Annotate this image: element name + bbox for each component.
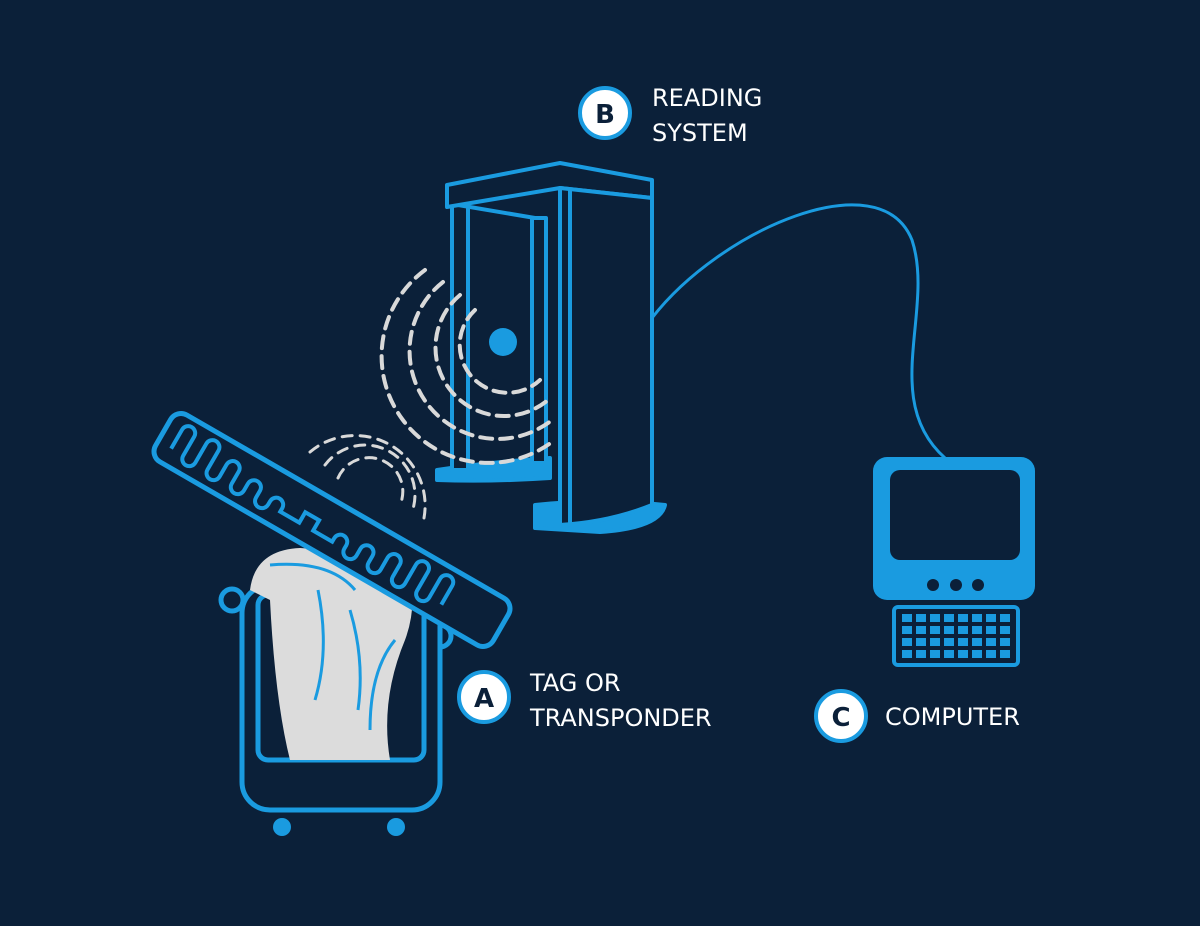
badge-c-letter: C	[831, 703, 850, 733]
keyboard-key	[930, 626, 940, 634]
keyboard-key	[1000, 626, 1010, 634]
label-b-line2: SYSTEM	[652, 119, 748, 147]
keyboard-key	[944, 650, 954, 658]
label-b: B READING SYSTEM	[578, 84, 762, 147]
keyboard-key	[902, 626, 912, 634]
badge-a-letter: A	[474, 684, 494, 714]
keyboard-key	[958, 626, 968, 634]
badge-b	[578, 86, 632, 140]
keyboard-key	[902, 638, 912, 646]
keyboard-key	[916, 626, 926, 634]
keyboard-key	[930, 638, 940, 646]
keyboard-key	[972, 626, 982, 634]
keyboard-key	[1000, 638, 1010, 646]
tag-signal-dot	[489, 328, 517, 356]
cable	[650, 203, 947, 460]
keyboard-key	[986, 626, 996, 634]
keyboard-key	[986, 638, 996, 646]
label-a: A TAG OR TRANSPONDER	[457, 669, 712, 732]
badge-b-letter: B	[595, 100, 615, 130]
badge-c	[814, 689, 868, 743]
keyboard-key	[944, 614, 954, 622]
keyboard-key	[916, 638, 926, 646]
keyboard-key	[986, 614, 996, 622]
keyboard-key	[902, 614, 912, 622]
keyboard-key	[958, 614, 968, 622]
keyboard-key	[930, 650, 940, 658]
rfid-tag-icon	[151, 411, 513, 649]
badge-a	[457, 670, 511, 724]
keyboard-key	[972, 614, 982, 622]
keyboard-key	[944, 638, 954, 646]
signal-waves-tag	[308, 434, 427, 520]
keyboard-key	[986, 650, 996, 658]
keyboard-key	[944, 626, 954, 634]
label-b-line1: READING	[652, 84, 762, 112]
keyboard-key	[930, 614, 940, 622]
label-c-line1: COMPUTER	[885, 703, 1020, 731]
keyboard-key	[1000, 650, 1010, 658]
label-a-line1: TAG OR	[529, 669, 621, 697]
label-a-line2: TRANSPONDER	[529, 704, 712, 732]
computer-icon	[873, 457, 1035, 667]
laundry-bin-icon	[218, 548, 454, 836]
keyboard-key	[916, 614, 926, 622]
label-c: C COMPUTER	[814, 689, 1020, 743]
signal-waves-gate	[379, 268, 554, 465]
keyboard-key	[972, 650, 982, 658]
keyboard-key	[972, 638, 982, 646]
keyboard-key	[1000, 614, 1010, 622]
keyboard-key	[958, 638, 968, 646]
keyboard-key	[916, 650, 926, 658]
keyboard-key	[902, 650, 912, 658]
keyboard-key	[958, 650, 968, 658]
reading-gate-icon	[435, 161, 667, 534]
